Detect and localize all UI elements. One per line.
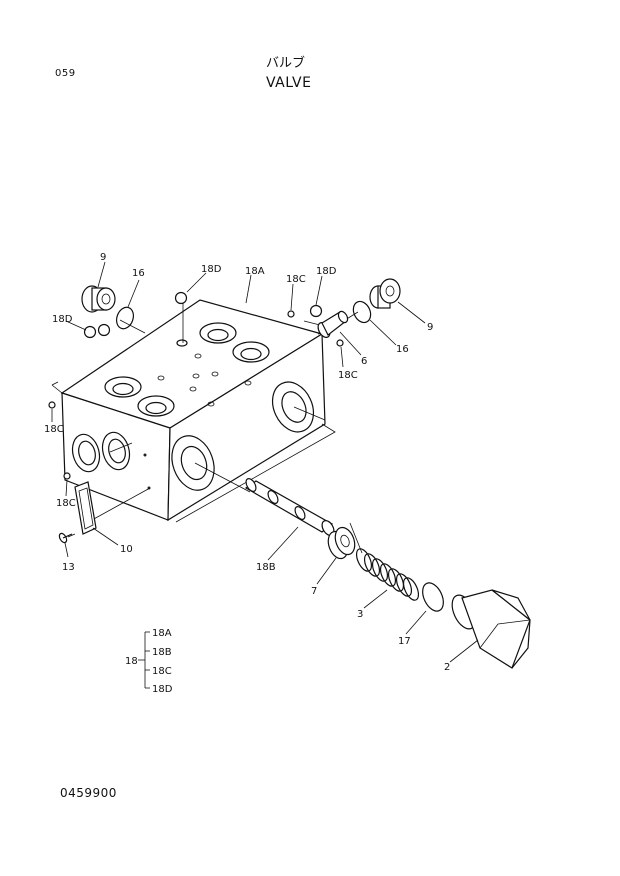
legend-child-18b: 18B [152,647,172,658]
cover-plate-part-10 [74,481,97,535]
label-18d-top: 18D [201,264,222,275]
label-16-right: 16 [396,344,409,355]
o-ring-right-part-16 [352,300,372,324]
label-18c-lower: 18C [56,498,76,509]
plug-right-part-9 [369,278,401,309]
spring-seat-part-7 [327,526,356,560]
label-10: 10 [120,544,133,555]
label-3: 3 [357,609,363,620]
ball-18d-left-b [97,323,111,337]
label-2: 2 [444,662,450,673]
label-6: 6 [361,356,367,367]
title-english: VALVE [266,75,312,91]
label-18c-top: 18C [286,274,306,285]
label-9-right: 9 [427,322,433,333]
title-japanese: バルブ [266,56,306,71]
label-18c-right: 18C [338,370,358,381]
callout-labels: 9 16 18D 18A 18C 18D 18D 9 16 6 18C 18C … [44,252,450,673]
label-18d-right: 18D [316,266,337,277]
spool-part-18b [244,478,335,536]
drawing-number: 0459900 [60,786,117,800]
label-16-left: 16 [132,268,145,279]
label-18b: 18B [256,562,276,573]
plug-left-part-9 [81,285,116,313]
ball-18c-lower [63,472,71,480]
label-7: 7 [311,586,317,597]
legend-parent: 18 [125,656,138,667]
page-code: 059 [55,68,76,79]
label-17: 17 [398,636,411,647]
label-18c-left: 18C [44,424,64,435]
screw-part-13 [58,532,73,544]
o-ring-left-part-16 [115,306,135,330]
o-ring-part-17 [422,582,444,612]
ball-18d-left-a [83,325,97,339]
fitting-part-6 [317,310,349,338]
ball-18c-left [48,401,56,409]
label-18a: 18A [245,266,265,277]
part-group-legend: 18 18A 18B 18C 18D [125,628,173,695]
ball-18c-top [287,310,295,318]
label-13: 13 [62,562,75,573]
legend-child-18a: 18A [152,628,172,639]
label-9-left: 9 [100,252,106,263]
legend-child-18d: 18D [152,684,173,695]
leader-lines [51,261,479,663]
ball-18d-top [174,291,188,305]
ball-18d-right [309,304,323,318]
assembly-lines [67,300,363,554]
ball-18c-right [336,339,344,347]
cap-part-2 [451,589,531,669]
spring-part-3 [355,548,420,601]
legend-child-18c: 18C [152,666,172,677]
label-18d-left: 18D [52,314,73,325]
